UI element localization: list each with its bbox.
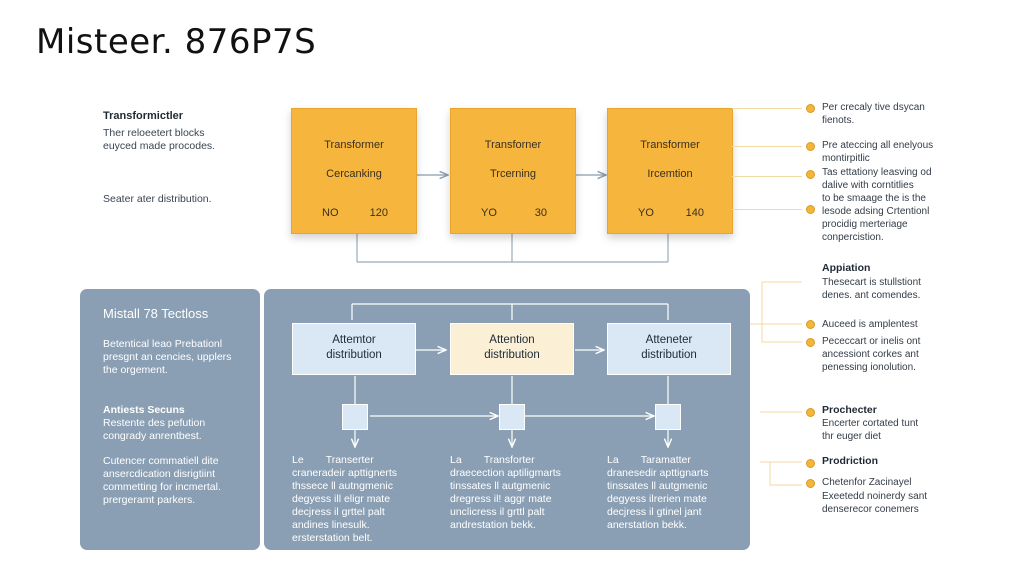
transformer-value: 140 — [685, 207, 704, 219]
note-item: to be smaage the is the lesode adsing Cr… — [822, 193, 930, 243]
transformer-code: YO — [638, 207, 654, 219]
prodriction-heading: Prodriction — [822, 455, 879, 467]
intro-footer: Seater ater distribution. — [103, 193, 212, 205]
prochecter-heading: Prochecter — [822, 404, 877, 416]
intro-line: Ther reloeetert blocks — [103, 127, 205, 139]
note-item: Pre ateccing all enelyous montirpitlic — [822, 140, 934, 164]
bullet-icon — [806, 104, 815, 113]
note-item: Auceed is amplentest — [822, 319, 918, 330]
transformer-code: NO — [322, 207, 339, 219]
note-item: Tas ettationy leasving od dalive with co… — [822, 167, 932, 191]
transformer-title: Transformer — [640, 139, 700, 151]
transformer-code: YO — [481, 207, 497, 219]
transformer-value: 120 — [369, 207, 388, 219]
attention-block: Atteneter distribution — [607, 323, 731, 375]
left-panel-paragraph: Antiests Secuns Restente des pefution co… — [103, 404, 206, 442]
transformer-subtitle: Trcerning — [489, 168, 537, 180]
bullet-icon — [806, 479, 815, 488]
bullet-icon — [806, 320, 815, 329]
transformer-subtitle: Cercanking — [326, 168, 382, 180]
transformer-title: Transformer — [324, 139, 384, 151]
attention-block: Attemtor distribution — [292, 323, 416, 375]
note-item: Thesecart is stullstiont denes. ant come… — [822, 277, 921, 301]
note-item: Per crecaly tive dsycan fienots. — [822, 102, 925, 126]
note-item: Chetenfor Zacinayel — [822, 477, 912, 488]
bullet-icon — [806, 205, 815, 214]
bullet-icon — [806, 142, 815, 151]
transformer-value: 30 — [534, 207, 547, 219]
left-panel — [80, 289, 260, 550]
left-panel-heading: Mistall 78 Tectloss — [103, 306, 209, 321]
left-panel-paragraph: Cutencer commatiell dite ansercdication … — [103, 455, 221, 506]
application-heading: Appiation — [822, 262, 871, 274]
note-item: Pececcart or inelis ont ancessiont corke… — [822, 336, 921, 373]
note-item: Encerter cortated tunt thr euger diet — [822, 418, 919, 442]
intro-line: euyced made procodes. — [103, 140, 216, 152]
transformer-subtitle: Ircemtion — [647, 168, 693, 180]
right-bracket-lines — [750, 281, 802, 486]
node-square — [499, 404, 525, 430]
attention-block: Attention distribution — [450, 323, 574, 375]
bullet-icon — [806, 408, 815, 417]
bullet-icon — [806, 170, 815, 179]
bullet-icon — [806, 338, 815, 347]
left-panel-paragraph: Betentical leao Prebationl presgnt an ce… — [103, 338, 232, 376]
transformer-title: Transforner — [484, 139, 542, 151]
node-square — [655, 404, 681, 430]
transformer-block: Transformer Cercanking NO 120 — [291, 108, 417, 234]
bullet-icon — [806, 459, 815, 468]
note-item: Exeetedd noinerdy sant denserecor coneme… — [822, 491, 928, 515]
intro-heading: Transformictler — [103, 110, 184, 122]
transformer-block: Transformer Ircemtion YO 140 — [607, 108, 733, 234]
node-square — [342, 404, 368, 430]
transformer-block: Transforner Trcerning YO 30 — [450, 108, 576, 234]
page-title: Misteer. 876P7S — [36, 22, 317, 62]
